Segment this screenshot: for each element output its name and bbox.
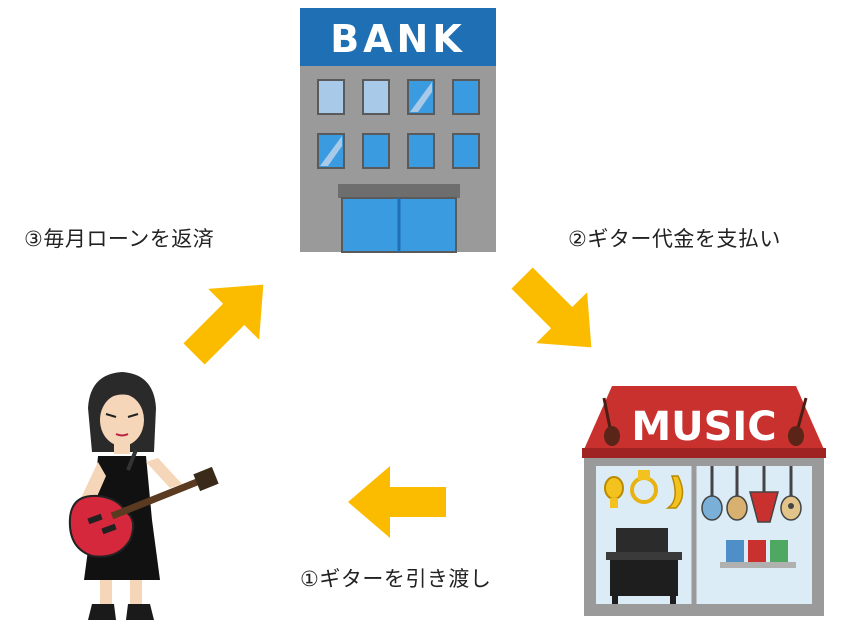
left-boot bbox=[88, 604, 116, 620]
bank-sign-band bbox=[300, 8, 496, 66]
sign-guitar-right-icon bbox=[788, 397, 808, 446]
store-awning-edge bbox=[582, 448, 826, 458]
bank-window bbox=[362, 79, 390, 115]
right-boot bbox=[126, 604, 154, 620]
bank-window-glare bbox=[410, 82, 432, 112]
step3-label: ③毎月ローンを返済 bbox=[24, 227, 215, 251]
bank-window bbox=[452, 133, 480, 169]
bank-sign-text: BANK bbox=[330, 17, 466, 61]
arrow-left-icon bbox=[348, 466, 446, 538]
bank-window bbox=[362, 133, 390, 169]
music-books-icon bbox=[720, 540, 796, 568]
bank-window bbox=[452, 79, 480, 115]
store-sign-text: MUSIC bbox=[631, 404, 776, 450]
wall-guitars-icon bbox=[701, 466, 802, 523]
brass-instruments-icon bbox=[604, 470, 684, 509]
step1-label: ①ギターを引き渡し bbox=[300, 567, 492, 591]
step2-label: ②ギター代金を支払い bbox=[568, 227, 781, 251]
bank-window bbox=[407, 133, 435, 169]
bank-window-glare bbox=[320, 136, 342, 166]
piano-icon bbox=[606, 528, 682, 604]
bank-window bbox=[317, 79, 345, 115]
bank-entrance-canopy bbox=[338, 184, 460, 198]
arrow-up-right-icon bbox=[183, 284, 264, 365]
face bbox=[100, 394, 144, 446]
bank-building: BANK bbox=[300, 8, 496, 253]
music-store: MUSIC bbox=[582, 386, 826, 616]
arrow-down-right-icon bbox=[511, 267, 592, 348]
sign-guitar-left-icon bbox=[602, 397, 620, 446]
store-awning bbox=[582, 386, 826, 454]
guitarist-person-icon bbox=[68, 372, 219, 620]
electric-guitar-icon bbox=[68, 466, 219, 558]
